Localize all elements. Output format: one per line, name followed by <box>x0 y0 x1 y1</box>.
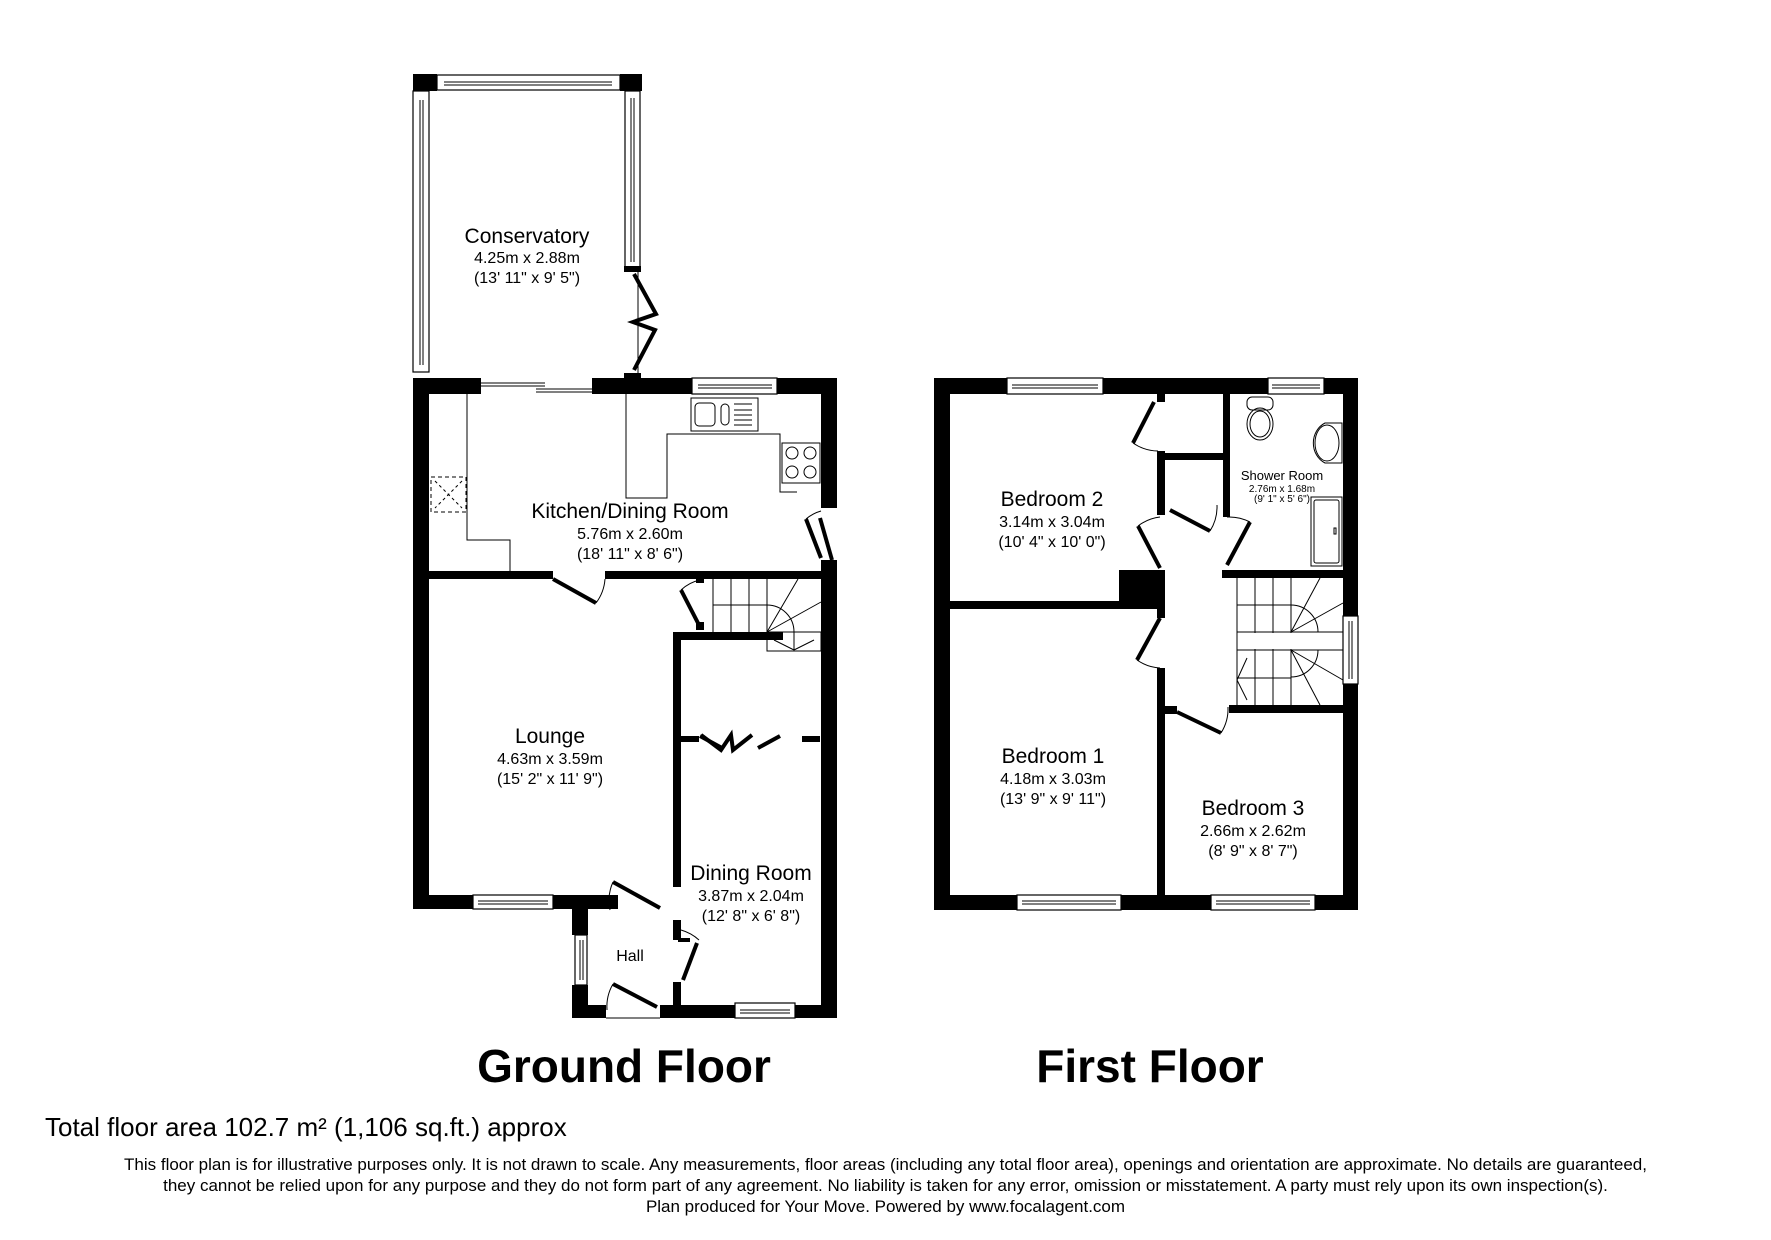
conservatory-imperial: (13' 11" x 9' 5") <box>474 270 580 287</box>
hall-label: Hall <box>616 948 644 965</box>
conservatory <box>412 74 659 381</box>
ground-floor-title: Ground Floor <box>477 1040 771 1092</box>
hall-window <box>574 934 588 986</box>
dining-room-metric: 3.87m x 2.04m <box>698 888 804 905</box>
kitchen-dining-imperial: (18' 11" x 8' 6") <box>577 546 683 563</box>
bedroom2-label: Bedroom 2 <box>1001 488 1104 511</box>
bedroom3-window <box>1210 894 1316 911</box>
shower-tray-icon <box>1310 496 1343 567</box>
sink-icon <box>690 397 759 432</box>
bedroom3-imperial: (8' 9" x 8' 7") <box>1208 843 1298 860</box>
ground-floor-stairs <box>679 578 822 652</box>
lounge-metric: 4.63m x 3.59m <box>497 751 603 768</box>
basin-icon <box>1312 422 1343 464</box>
stair-window <box>1342 615 1359 685</box>
shower-room-window <box>1267 377 1325 395</box>
bedroom1-window <box>1016 894 1122 911</box>
hob-icon <box>781 442 821 484</box>
disclaimer: This floor plan is for illustrative purp… <box>0 1154 1771 1217</box>
disclaimer-line-3: Plan produced for Your Move. Powered by … <box>645 1197 1126 1216</box>
first-floor-title: First Floor <box>1036 1040 1264 1092</box>
bedroom2-window <box>1006 377 1104 395</box>
shower-room-label: Shower Room <box>1241 468 1323 483</box>
bedroom2-imperial: (10' 4" x 10' 0") <box>998 534 1105 551</box>
kitchen-window <box>691 377 778 395</box>
shower-room-fixtures <box>1246 396 1343 567</box>
kitchen-units <box>430 394 821 571</box>
kitchen-dining-label: Kitchen/Dining Room <box>531 500 728 523</box>
dining-room-imperial: (12' 8" x 6' 8") <box>702 908 800 925</box>
first-floor-stairs <box>1236 577 1344 706</box>
disclaimer-line-1: This floor plan is for illustrative purp… <box>124 1155 1647 1174</box>
lounge-window <box>472 894 554 910</box>
shower-room-imperial: (9' 1" x 5' 6") <box>1254 494 1310 505</box>
ground-floor-plan: Conservatory 4.25m x 2.88m (13' 11" x 9'… <box>412 74 837 1092</box>
first-floor-doors <box>1131 401 1252 735</box>
conservatory-window-left <box>412 90 430 373</box>
first-floor-walls <box>934 377 1359 911</box>
ground-floor-walls <box>413 377 837 1019</box>
lounge-label: Lounge <box>515 725 585 748</box>
dining-room-label: Dining Room <box>690 862 811 885</box>
chimney-breast <box>1119 570 1164 609</box>
conservatory-label: Conservatory <box>465 225 590 248</box>
bedroom2-metric: 3.14m x 3.04m <box>999 514 1105 531</box>
disclaimer-line-2: they cannot be relied upon for any purpo… <box>163 1176 1608 1195</box>
kitchen-dining-metric: 5.76m x 2.60m <box>577 526 683 543</box>
total-floor-area: Total floor area 102.7 m² (1,106 sq.ft.)… <box>45 1112 567 1142</box>
bedroom3-metric: 2.66m x 2.62m <box>1200 823 1306 840</box>
bedroom1-metric: 4.18m x 3.03m <box>1000 771 1106 788</box>
first-floor-plan: Bedroom 2 3.14m x 3.04m (10' 4" x 10' 0"… <box>934 377 1359 1092</box>
conservatory-window-right <box>624 90 641 270</box>
lounge-imperial: (15' 2" x 11' 9") <box>497 771 603 788</box>
bedroom1-imperial: (13' 9" x 9' 11") <box>1000 791 1106 808</box>
ground-floor-doors <box>552 510 834 1011</box>
bedroom1-label: Bedroom 1 <box>1002 745 1105 768</box>
shower-room-metric: 2.76m x 1.68m <box>1249 484 1315 495</box>
conservatory-metric: 4.25m x 2.88m <box>474 250 580 267</box>
toilet-icon <box>1246 396 1274 411</box>
skylight-icon <box>430 476 467 513</box>
bedroom3-label: Bedroom 3 <box>1202 797 1305 820</box>
